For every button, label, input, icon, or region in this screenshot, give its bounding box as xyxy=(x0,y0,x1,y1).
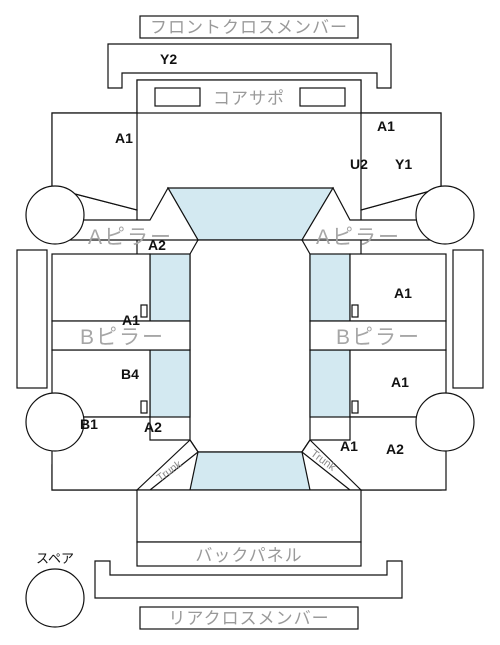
front-cross-member-label: フロントクロスメンバー xyxy=(150,18,348,37)
right-front-window xyxy=(309,253,351,322)
a-pillar-right-label: Aピラー xyxy=(316,226,401,249)
code-u2: U2 xyxy=(350,156,368,172)
left-rear-window xyxy=(149,349,191,418)
right-rear-handle xyxy=(351,400,359,414)
rear-cross-member: リアクロスメンバー xyxy=(139,606,359,630)
rear-left-wheel xyxy=(25,392,85,452)
b-pillar-left-label: Bピラー xyxy=(80,326,165,349)
rear-cross-member-label: リアクロスメンバー xyxy=(168,609,329,628)
code-a2-left-lower: A2 xyxy=(144,419,162,435)
left-front-window xyxy=(149,253,191,322)
rear-window xyxy=(189,451,311,491)
code-y2: Y2 xyxy=(160,51,177,67)
a-pillar-left-label: Aピラー xyxy=(88,226,173,249)
code-a1-right-lower: A1 xyxy=(340,438,358,454)
code-a2-left-upper: A2 xyxy=(148,237,166,253)
front-cross-member: フロントクロスメンバー xyxy=(139,15,359,39)
code-b1-left: B1 xyxy=(80,416,98,432)
front-left-wheel xyxy=(25,185,85,245)
left-rear-handle xyxy=(140,400,148,414)
code-a1-left-mid: A1 xyxy=(122,312,140,328)
code-a1-top-left: A1 xyxy=(115,130,133,146)
rear-bumper-outline xyxy=(94,560,403,599)
left-front-handle xyxy=(140,304,148,318)
spare-label: スペア xyxy=(36,551,74,566)
right-front-door xyxy=(349,253,447,322)
back-panel-label: バックパネル xyxy=(195,546,302,565)
code-a2-right-lower: A2 xyxy=(386,441,404,457)
front-left-fender xyxy=(51,112,138,211)
left-front-door xyxy=(51,253,151,322)
code-a1-top-right: A1 xyxy=(377,118,395,134)
right-rear-window xyxy=(309,349,351,418)
spare-tire: スペア xyxy=(25,551,85,628)
code-b4-left: B4 xyxy=(121,366,139,382)
b-pillar-right-label: Bピラー xyxy=(336,326,421,349)
left-side-sill xyxy=(16,249,48,389)
b-pillar: Bピラー Bピラー xyxy=(51,320,447,351)
roof xyxy=(189,239,311,453)
code-a1-right-mid: A1 xyxy=(391,374,409,390)
core-support: コアサポ xyxy=(136,79,362,114)
right-side-sill xyxy=(452,249,484,389)
front-right-wheel xyxy=(415,185,475,245)
trunk-lid xyxy=(136,489,362,543)
front-bumper-outline xyxy=(107,43,392,89)
code-a1-right-upper: A1 xyxy=(394,285,412,301)
core-support-label: コアサポ xyxy=(213,89,285,108)
back-panel: バックパネル xyxy=(136,541,362,567)
rear-right-wheel xyxy=(415,392,475,452)
code-y1: Y1 xyxy=(395,156,412,172)
right-front-handle xyxy=(351,304,359,318)
